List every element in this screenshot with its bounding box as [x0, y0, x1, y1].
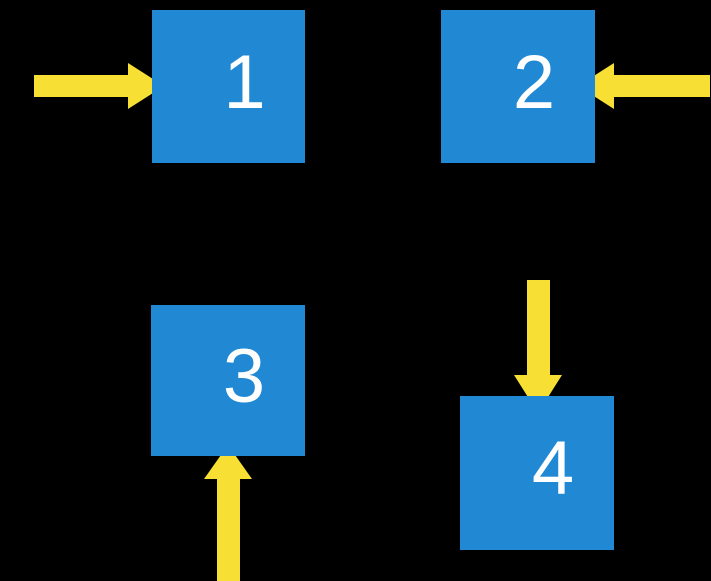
node-box-1[interactable]: 1 — [152, 10, 305, 163]
node-label-2: 2 — [512, 39, 556, 125]
node-label-3: 3 — [222, 333, 266, 419]
node-box-2[interactable]: 2 — [441, 10, 595, 163]
arrow-up-into-node-3 — [200, 443, 258, 581]
arrow-right-into-node-1 — [34, 60, 166, 112]
node-box-4[interactable]: 4 — [460, 396, 614, 550]
arrow-down-into-node-4 — [510, 280, 568, 416]
arrow-left-into-node-2 — [576, 60, 710, 112]
node-label-1: 1 — [223, 39, 266, 125]
node-box-3[interactable]: 3 — [151, 305, 305, 456]
node-label-4: 4 — [531, 426, 575, 511]
